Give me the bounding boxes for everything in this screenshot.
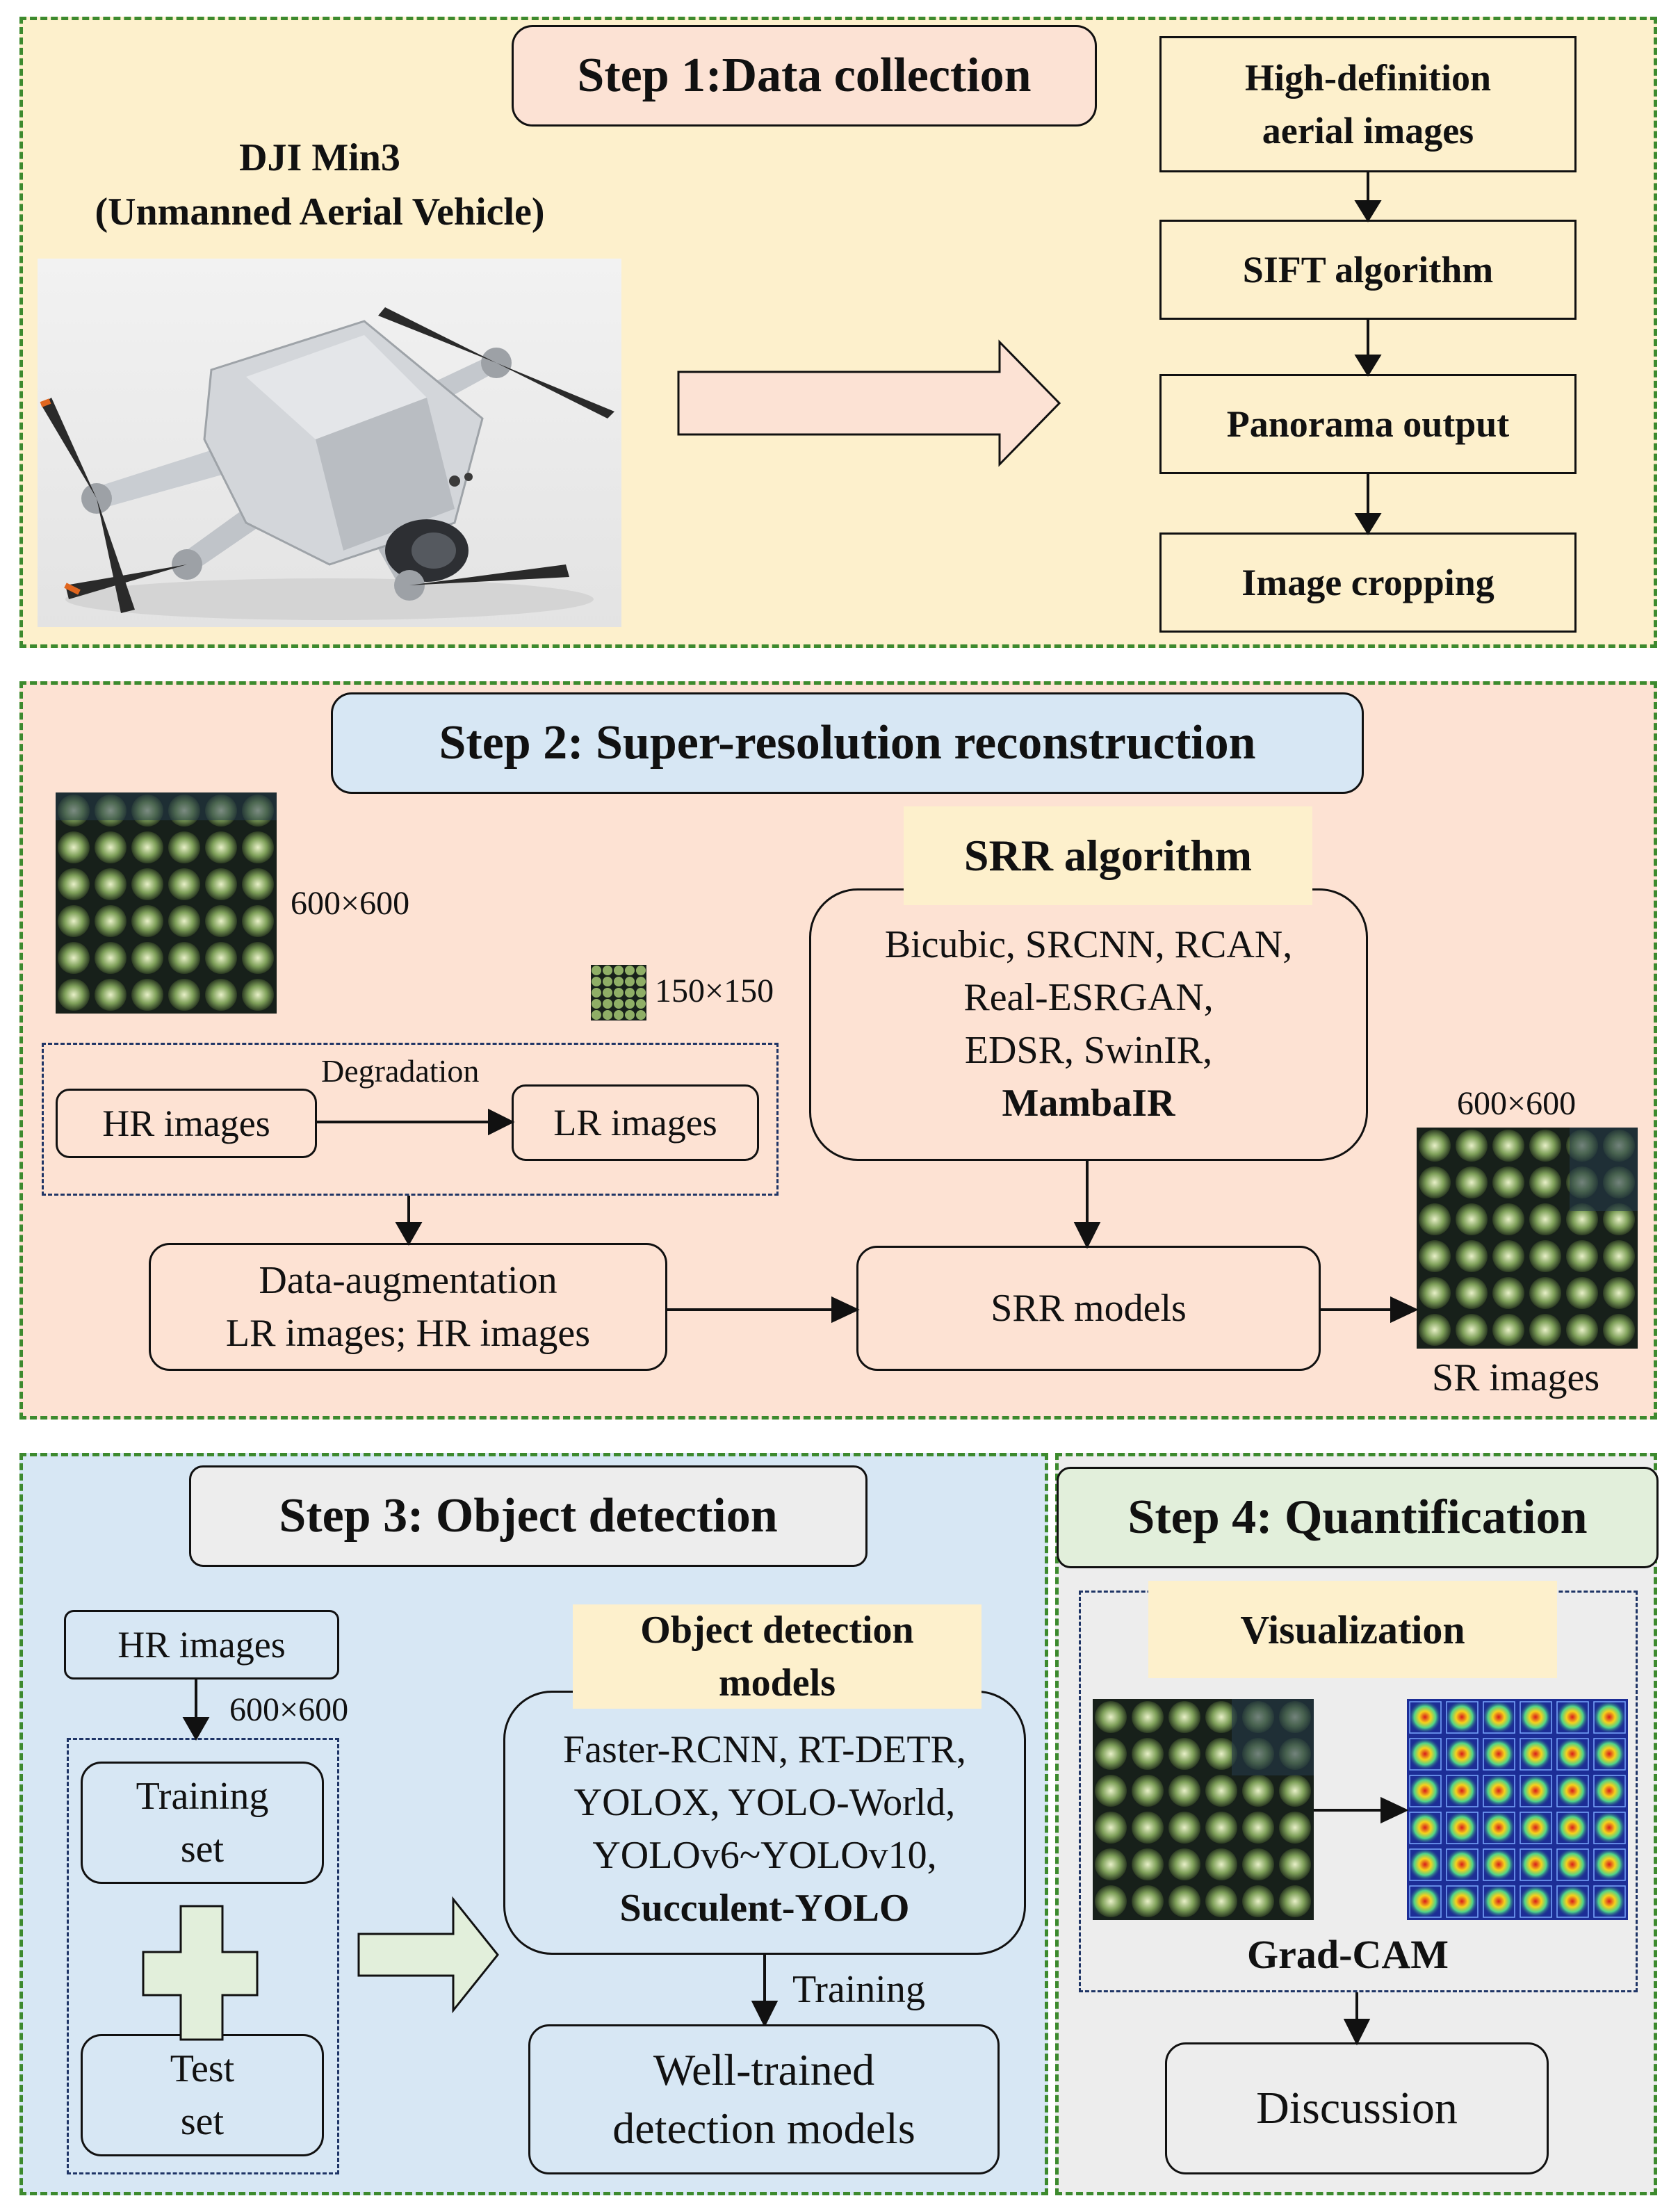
srr-algorithm-box: Bicubic, SRCNN, RCAN, Real-ESRGAN, EDSR,… bbox=[809, 888, 1368, 1161]
drone-illustration bbox=[40, 307, 614, 620]
succulent-pattern-input bbox=[1093, 1699, 1314, 1920]
sr-output-image bbox=[1417, 1128, 1638, 1349]
test-set-box: Test set bbox=[81, 2034, 324, 2156]
data-augmentation-box: Data-augmentation LR images; HR images bbox=[149, 1243, 667, 1371]
flow-box-high-definition: High-definition aerial images bbox=[1159, 36, 1577, 172]
step3-title: Step 3: Object detection bbox=[189, 1465, 867, 1567]
detection-models-box: Faster-RCNN, RT-DETR, YOLOX, YOLO-World,… bbox=[503, 1691, 1026, 1955]
srr-algorithm-title: SRR algorithm bbox=[904, 806, 1312, 905]
flow-box-sift: SIFT algorithm bbox=[1159, 220, 1577, 320]
lr-aerial-image bbox=[591, 965, 646, 1020]
lr-images-box: LR images bbox=[512, 1084, 759, 1161]
succulent-pattern-sr bbox=[1417, 1128, 1638, 1349]
visualization-input-image bbox=[1093, 1699, 1314, 1920]
hr-size-label: 600×600 bbox=[291, 885, 410, 922]
detection-models-highlight: Succulent-YOLO bbox=[619, 1887, 910, 1930]
training-set-box: Training set bbox=[81, 1762, 324, 1884]
succulent-pattern-lr bbox=[591, 965, 646, 1020]
drone-photo bbox=[38, 259, 621, 627]
discussion-box: Discussion bbox=[1165, 2042, 1549, 2174]
sr-size-label: 600×600 bbox=[1457, 1085, 1577, 1122]
gradcam-label: Grad-CAM bbox=[1247, 1932, 1449, 1977]
visualization-title: Visualization bbox=[1148, 1581, 1557, 1678]
drone-label-line1: DJI Min3 bbox=[239, 136, 400, 179]
step2-title: Step 2: Super-resolution reconstruction bbox=[331, 692, 1364, 794]
drone-label-line2: (Unmanned Aerial Vehicle) bbox=[95, 190, 545, 234]
sr-images-label: SR images bbox=[1432, 1356, 1600, 1399]
detection-models-title: Object detection models bbox=[573, 1604, 981, 1709]
training-label: Training bbox=[792, 1968, 925, 2011]
degradation-group bbox=[42, 1043, 779, 1196]
detection-models-list: Faster-RCNN, RT-DETR, YOLOX, YOLO-World,… bbox=[563, 1728, 966, 1877]
flow-box-cropping: Image cropping bbox=[1159, 532, 1577, 633]
flow-box-panorama: Panorama output bbox=[1159, 374, 1577, 474]
step4-title: Step 4: Quantification bbox=[1057, 1467, 1659, 1568]
hr-images-box: HR images bbox=[56, 1089, 317, 1158]
succulent-pattern-hr bbox=[56, 792, 277, 1014]
well-trained-models-box: Well-trained detection models bbox=[528, 2024, 1000, 2174]
srr-models-box: SRR models bbox=[856, 1246, 1321, 1371]
gradcam-heatmap bbox=[1407, 1699, 1628, 1920]
hr-aerial-image bbox=[56, 792, 277, 1014]
step3-hr-images-box: HR images bbox=[64, 1610, 339, 1680]
lr-size-label: 150×150 bbox=[655, 973, 774, 1009]
gradcam-heatmap-image bbox=[1407, 1699, 1628, 1920]
degradation-label: Degradation bbox=[321, 1053, 480, 1089]
drone-label: DJI Min3 (Unmanned Aerial Vehicle) bbox=[28, 131, 612, 239]
srr-algorithm-highlight: MambaIR bbox=[1002, 1082, 1175, 1125]
step3-size-label: 600×600 bbox=[229, 1691, 349, 1728]
step1-title: Step 1:Data collection bbox=[512, 25, 1097, 127]
srr-algorithms-list: Bicubic, SRCNN, RCAN, Real-ESRGAN, EDSR,… bbox=[884, 923, 1293, 1072]
